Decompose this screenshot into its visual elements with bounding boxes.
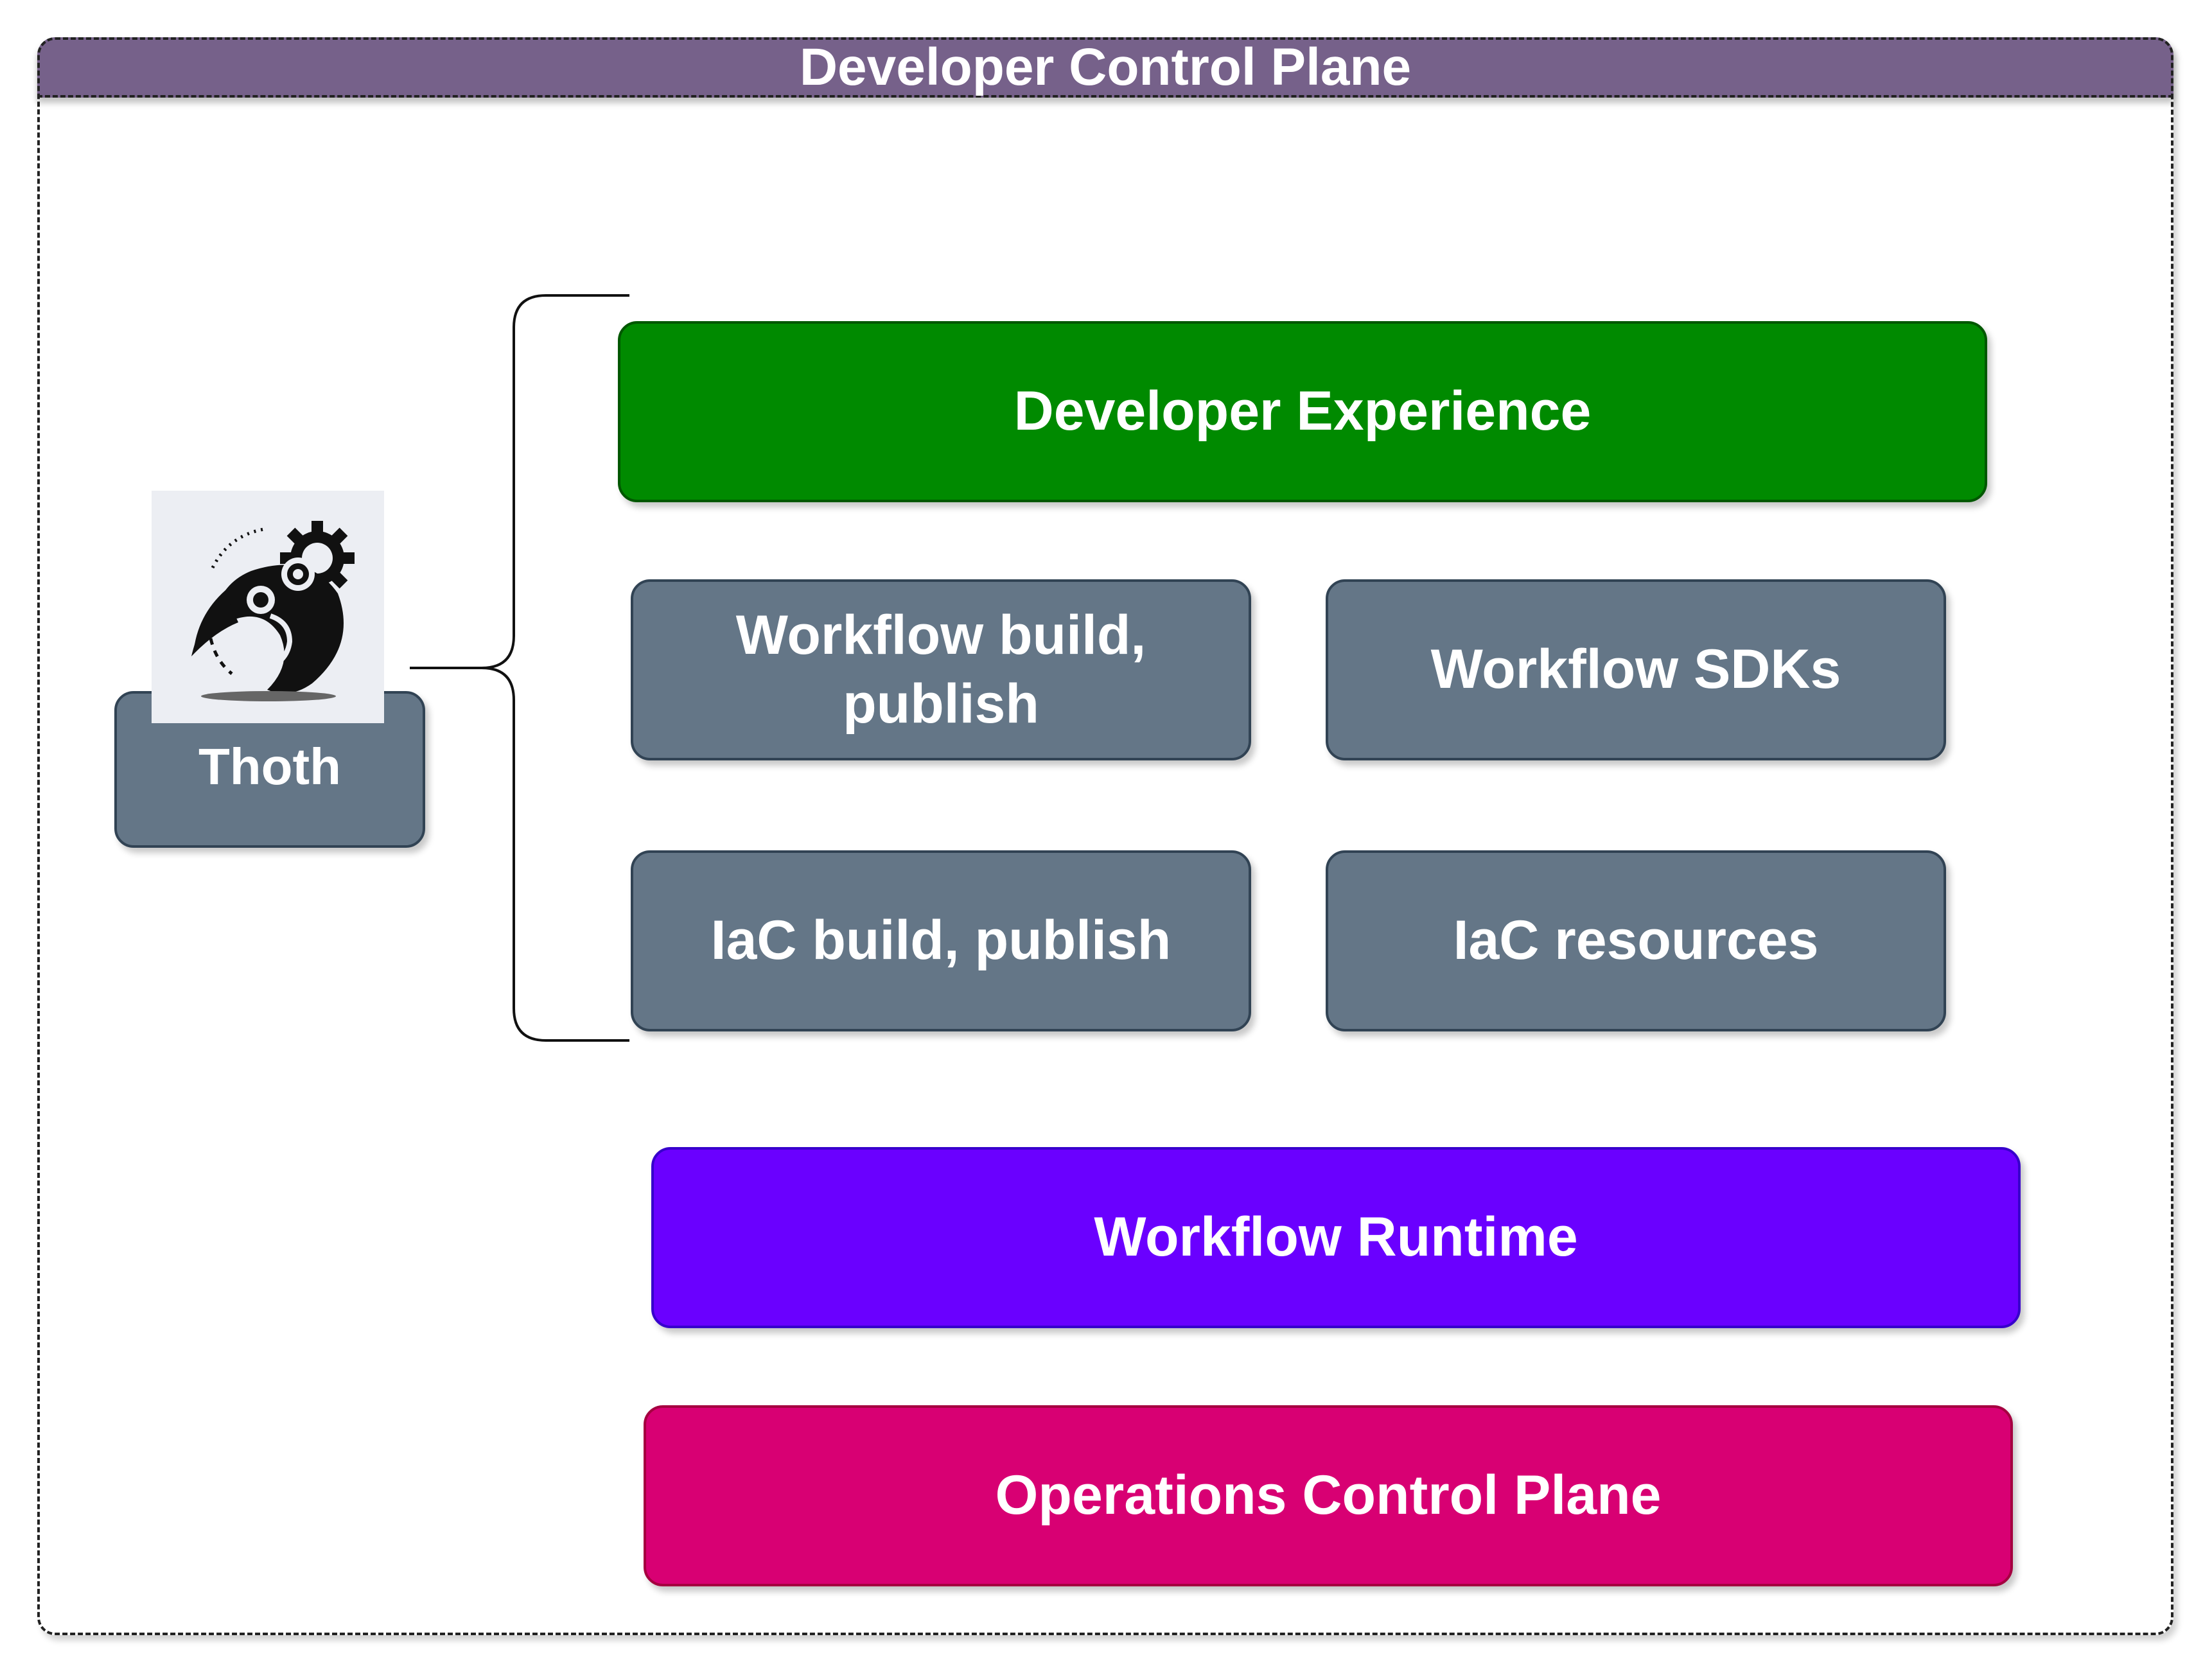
workflow-sdks-label: Workflow SDKs [1430, 638, 1841, 701]
developer-experience-label: Developer Experience [1014, 380, 1592, 443]
developer-control-plane-header: Developer Control Plane [37, 37, 2173, 98]
iac-resources-box: IaC resources [1326, 850, 1946, 1031]
developer-experience-box: Developer Experience [618, 321, 1987, 502]
workflow-build-publish-box: Workflow build, publish [631, 579, 1251, 760]
workflow-runtime-label: Workflow Runtime [1094, 1206, 1578, 1268]
iac-resources-label: IaC resources [1453, 909, 1819, 972]
operations-control-plane-box: Operations Control Plane [644, 1405, 2013, 1586]
bird-gear-logo-icon [152, 491, 384, 723]
workflow-build-label-line2: publish [843, 673, 1039, 735]
thoth-label: Thoth [198, 738, 342, 795]
workflow-sdks-box: Workflow SDKs [1326, 579, 1946, 760]
workflow-runtime-box: Workflow Runtime [651, 1147, 2021, 1328]
operations-control-plane-label: Operations Control Plane [995, 1464, 1662, 1527]
iac-build-publish-box: IaC build, publish [631, 850, 1251, 1031]
iac-build-label: IaC build, publish [710, 909, 1172, 972]
workflow-build-label-line1: Workflow build, [735, 604, 1146, 666]
developer-control-plane-title: Developer Control Plane [799, 38, 1412, 96]
